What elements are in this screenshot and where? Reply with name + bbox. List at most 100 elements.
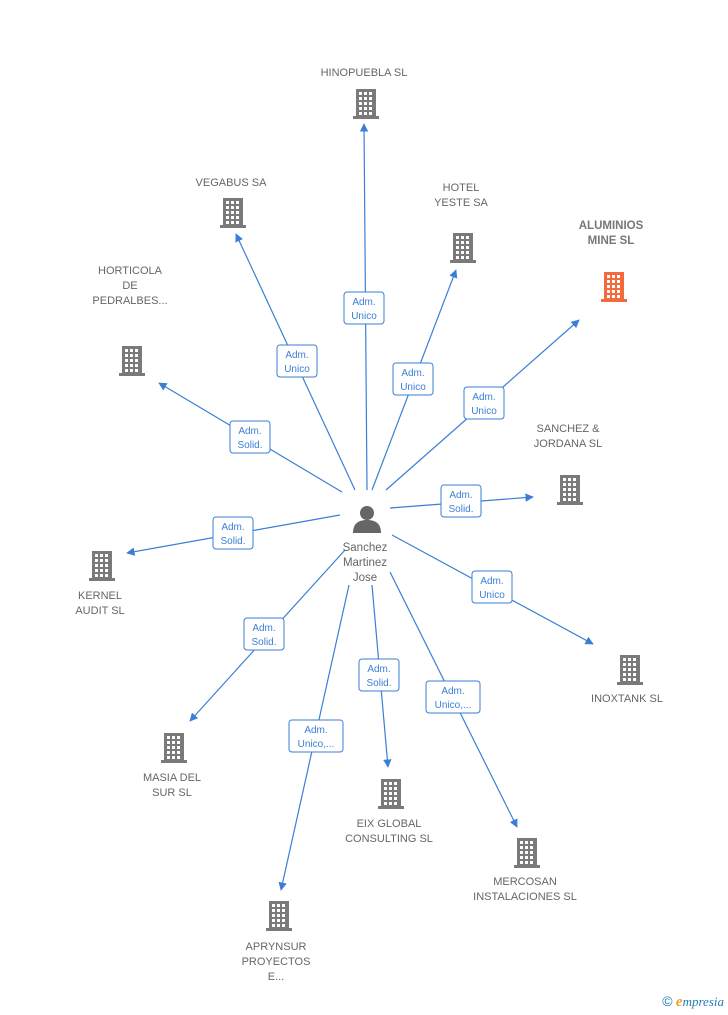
relation-badge[interactable]: Adm. Unico: [276, 344, 318, 378]
relation-badge[interactable]: Adm. Unico,...: [425, 680, 481, 714]
relation-label-line: Adm.: [238, 426, 261, 437]
relation-badge[interactable]: Adm. Solid.: [243, 617, 285, 651]
relation-label-line: Adm.: [252, 623, 275, 634]
relation-badge[interactable]: Adm. Solid.: [440, 484, 482, 518]
relation-label-line: Adm.: [480, 576, 503, 587]
relation-label-line: Unico,...: [298, 739, 335, 750]
relation-badge[interactable]: Adm. Unico: [343, 291, 385, 325]
relation-badge[interactable]: Adm. Unico: [392, 362, 434, 396]
company-node-mercosan[interactable]: MERCOSAN INSTALACIONES SL: [473, 838, 577, 903]
relation-label-line: Adm.: [304, 725, 327, 736]
edge-aluminios-mine: Adm. Unico: [385, 319, 580, 491]
edge-vegabus: Adm. Unico: [235, 233, 356, 491]
center-person-node[interactable]: Sanchez Martinez Jose: [343, 506, 388, 584]
company-name-line: ALUMINIOS: [579, 220, 644, 232]
relation-badge[interactable]: Adm. Unico: [471, 570, 513, 604]
relation-badge[interactable]: Adm.Unico: [463, 386, 505, 420]
person-icon: [353, 506, 381, 533]
relation-label-line: Solid.: [251, 637, 276, 648]
relation-label-line: Unico: [400, 382, 426, 393]
relation-label-line: Adm.: [441, 686, 464, 697]
building-icon: [557, 475, 583, 505]
relation-label-line: Adm.: [367, 664, 390, 675]
company-name-line: HOTEL: [443, 182, 480, 194]
company-name-line: INOXTANK SL: [591, 693, 663, 705]
building-icon: [161, 733, 187, 763]
relation-label-line: Solid.: [237, 440, 262, 451]
relation-label-line: Unico: [479, 590, 505, 601]
company-node-vegabus[interactable]: VEGABUS SA: [196, 177, 268, 228]
relation-label-line: Adm.: [221, 522, 244, 533]
building-icon: [450, 233, 476, 263]
company-name-line: PEDRALBES...: [92, 295, 167, 307]
company-node-horticola[interactable]: HORTICOLA DE PEDRALBES...: [92, 265, 168, 376]
building-icon: [89, 551, 115, 581]
footer-brand: © empresia: [662, 993, 724, 1011]
company-name-line: DE: [122, 280, 137, 292]
company-node-aprynsur[interactable]: APRYNSUR PROYECTOS E...: [242, 901, 311, 983]
relation-label-line: Unico,...: [435, 700, 472, 711]
building-icon: [119, 346, 145, 376]
copyright-symbol: ©: [662, 993, 673, 1009]
building-icon: [353, 89, 379, 119]
company-name-line: HINOPUEBLA SL: [321, 67, 408, 79]
edge-eix-global: Adm. Solid.: [358, 584, 400, 768]
company-node-inoxtank[interactable]: INOXTANK SL: [591, 655, 663, 705]
relation-badge[interactable]: Adm. Unico,...: [288, 719, 344, 753]
company-name-line: KERNEL: [78, 590, 122, 602]
company-node-hotel-yeste[interactable]: HOTEL YESTE SA: [434, 182, 489, 263]
company-name-line: E...: [268, 971, 285, 983]
company-name-line: MASIA DEL: [143, 772, 201, 784]
edge-sanchez-jordana: Adm. Solid.: [389, 484, 534, 518]
relation-badge[interactable]: Adm. Solid.: [358, 658, 400, 692]
company-name-line: INSTALACIONES SL: [473, 891, 577, 903]
company-name-line: CONSULTING SL: [345, 833, 433, 845]
relation-label-line: Adm.: [401, 368, 424, 379]
company-name-line: YESTE SA: [434, 197, 488, 209]
center-name-line-2: Martinez: [343, 557, 387, 569]
company-name-line: PROYECTOS: [242, 956, 311, 968]
company-node-kernel-audit[interactable]: KERNEL AUDIT SL: [75, 551, 125, 617]
company-name-line: MINE SL: [588, 235, 635, 247]
company-name-line: VEGABUS SA: [196, 177, 268, 189]
relation-label-line: Solid.: [366, 678, 391, 689]
company-name-line: SANCHEZ &: [537, 423, 601, 435]
building-icon: [601, 272, 627, 302]
company-name-line: HORTICOLA: [98, 265, 163, 277]
edge-mercosan: Adm. Unico,...: [389, 571, 518, 828]
relation-label-line: Adm.: [449, 490, 472, 501]
company-name-line: APRYNSUR: [246, 941, 307, 953]
brand-logo-initial: e: [675, 994, 683, 1010]
edge-inoxtank: Adm. Unico: [391, 534, 594, 645]
relation-label-line: Adm.: [285, 350, 308, 361]
center-name-line-3: Jose: [353, 572, 377, 584]
edge-masia-del-sur: Adm. Solid.: [189, 549, 346, 722]
relation-label-line: Adm.: [352, 297, 375, 308]
relation-badge[interactable]: Adm. Solid.: [229, 420, 271, 454]
company-node-aluminios-mine[interactable]: ALUMINIOS MINE SL: [579, 220, 644, 302]
edge-hotel-yeste: Adm. Unico: [371, 269, 458, 491]
company-node-eix-global[interactable]: EIX GLOBAL CONSULTING SL: [345, 779, 433, 845]
company-name-line: JORDANA SL: [534, 438, 602, 450]
edge-horticola: Adm. Solid.: [158, 382, 343, 493]
center-name-line-1: Sanchez: [343, 542, 388, 554]
building-icon: [378, 779, 404, 809]
edge-aprynsur: Adm. Unico,...: [278, 584, 350, 891]
relation-label-line: Solid.: [448, 504, 473, 515]
relation-label-line: Unico: [284, 364, 310, 375]
company-node-sanchez-jordana[interactable]: SANCHEZ & JORDANA SL: [534, 423, 602, 505]
edge-kernel-audit: Adm. Solid.: [126, 514, 341, 556]
relation-label-line: Solid.: [220, 536, 245, 547]
building-icon: [514, 838, 540, 868]
company-name-line: MERCOSAN: [493, 876, 557, 888]
relation-badge[interactable]: Adm. Solid.: [212, 516, 254, 550]
relation-label-line: Unico: [351, 311, 377, 322]
company-name-line: AUDIT SL: [75, 605, 124, 617]
building-icon: [220, 198, 246, 228]
company-name-line: EIX GLOBAL: [357, 818, 422, 830]
building-icon: [266, 901, 292, 931]
edge-hinopuebla: Adm. Unico: [343, 123, 385, 491]
company-node-hinopuebla[interactable]: HINOPUEBLA SL: [321, 67, 408, 119]
